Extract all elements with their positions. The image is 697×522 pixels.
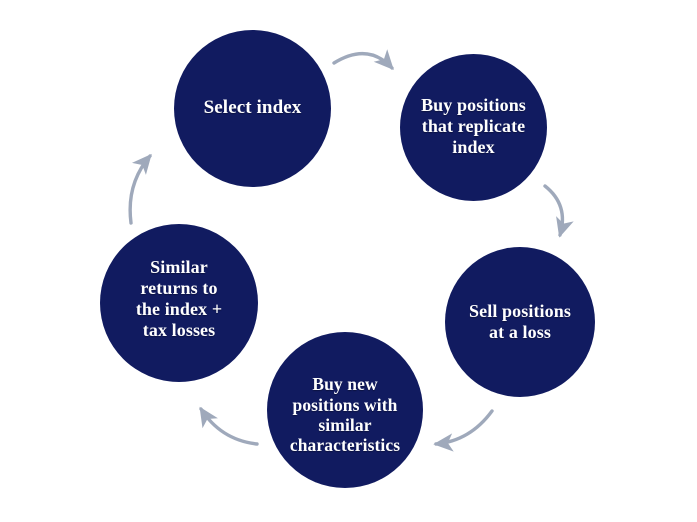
node-select-index-label: Select index [203, 97, 302, 119]
node-similar-returns-index-tax-losses-label: Similar returns to the index + tax losse… [135, 257, 223, 340]
node-buy-positions-replicate-index[interactable]: Buy positions that replicate index [400, 54, 547, 201]
node-buy-new-positions-similar-characteristics[interactable]: Buy new positions with similar character… [267, 332, 423, 488]
arrow-similar-to-select [128, 153, 152, 225]
node-similar-returns-index-tax-losses[interactable]: Similar returns to the index + tax losse… [100, 224, 258, 382]
arrow-buy-to-sell [543, 184, 574, 238]
node-buy-new-positions-similar-characteristics-label: Buy new positions with similar character… [289, 374, 401, 456]
arrow-buynew-to-similar [199, 406, 259, 446]
arrow-sell-to-buynew [433, 409, 494, 452]
node-select-index[interactable]: Select index [174, 30, 331, 187]
node-sell-positions-at-a-loss[interactable]: Sell positions at a loss [445, 247, 595, 397]
node-sell-positions-at-a-loss-label: Sell positions at a loss [469, 301, 571, 342]
arrow-select-to-buy [332, 49, 394, 70]
node-buy-positions-replicate-index-label: Buy positions that replicate index [421, 95, 526, 157]
